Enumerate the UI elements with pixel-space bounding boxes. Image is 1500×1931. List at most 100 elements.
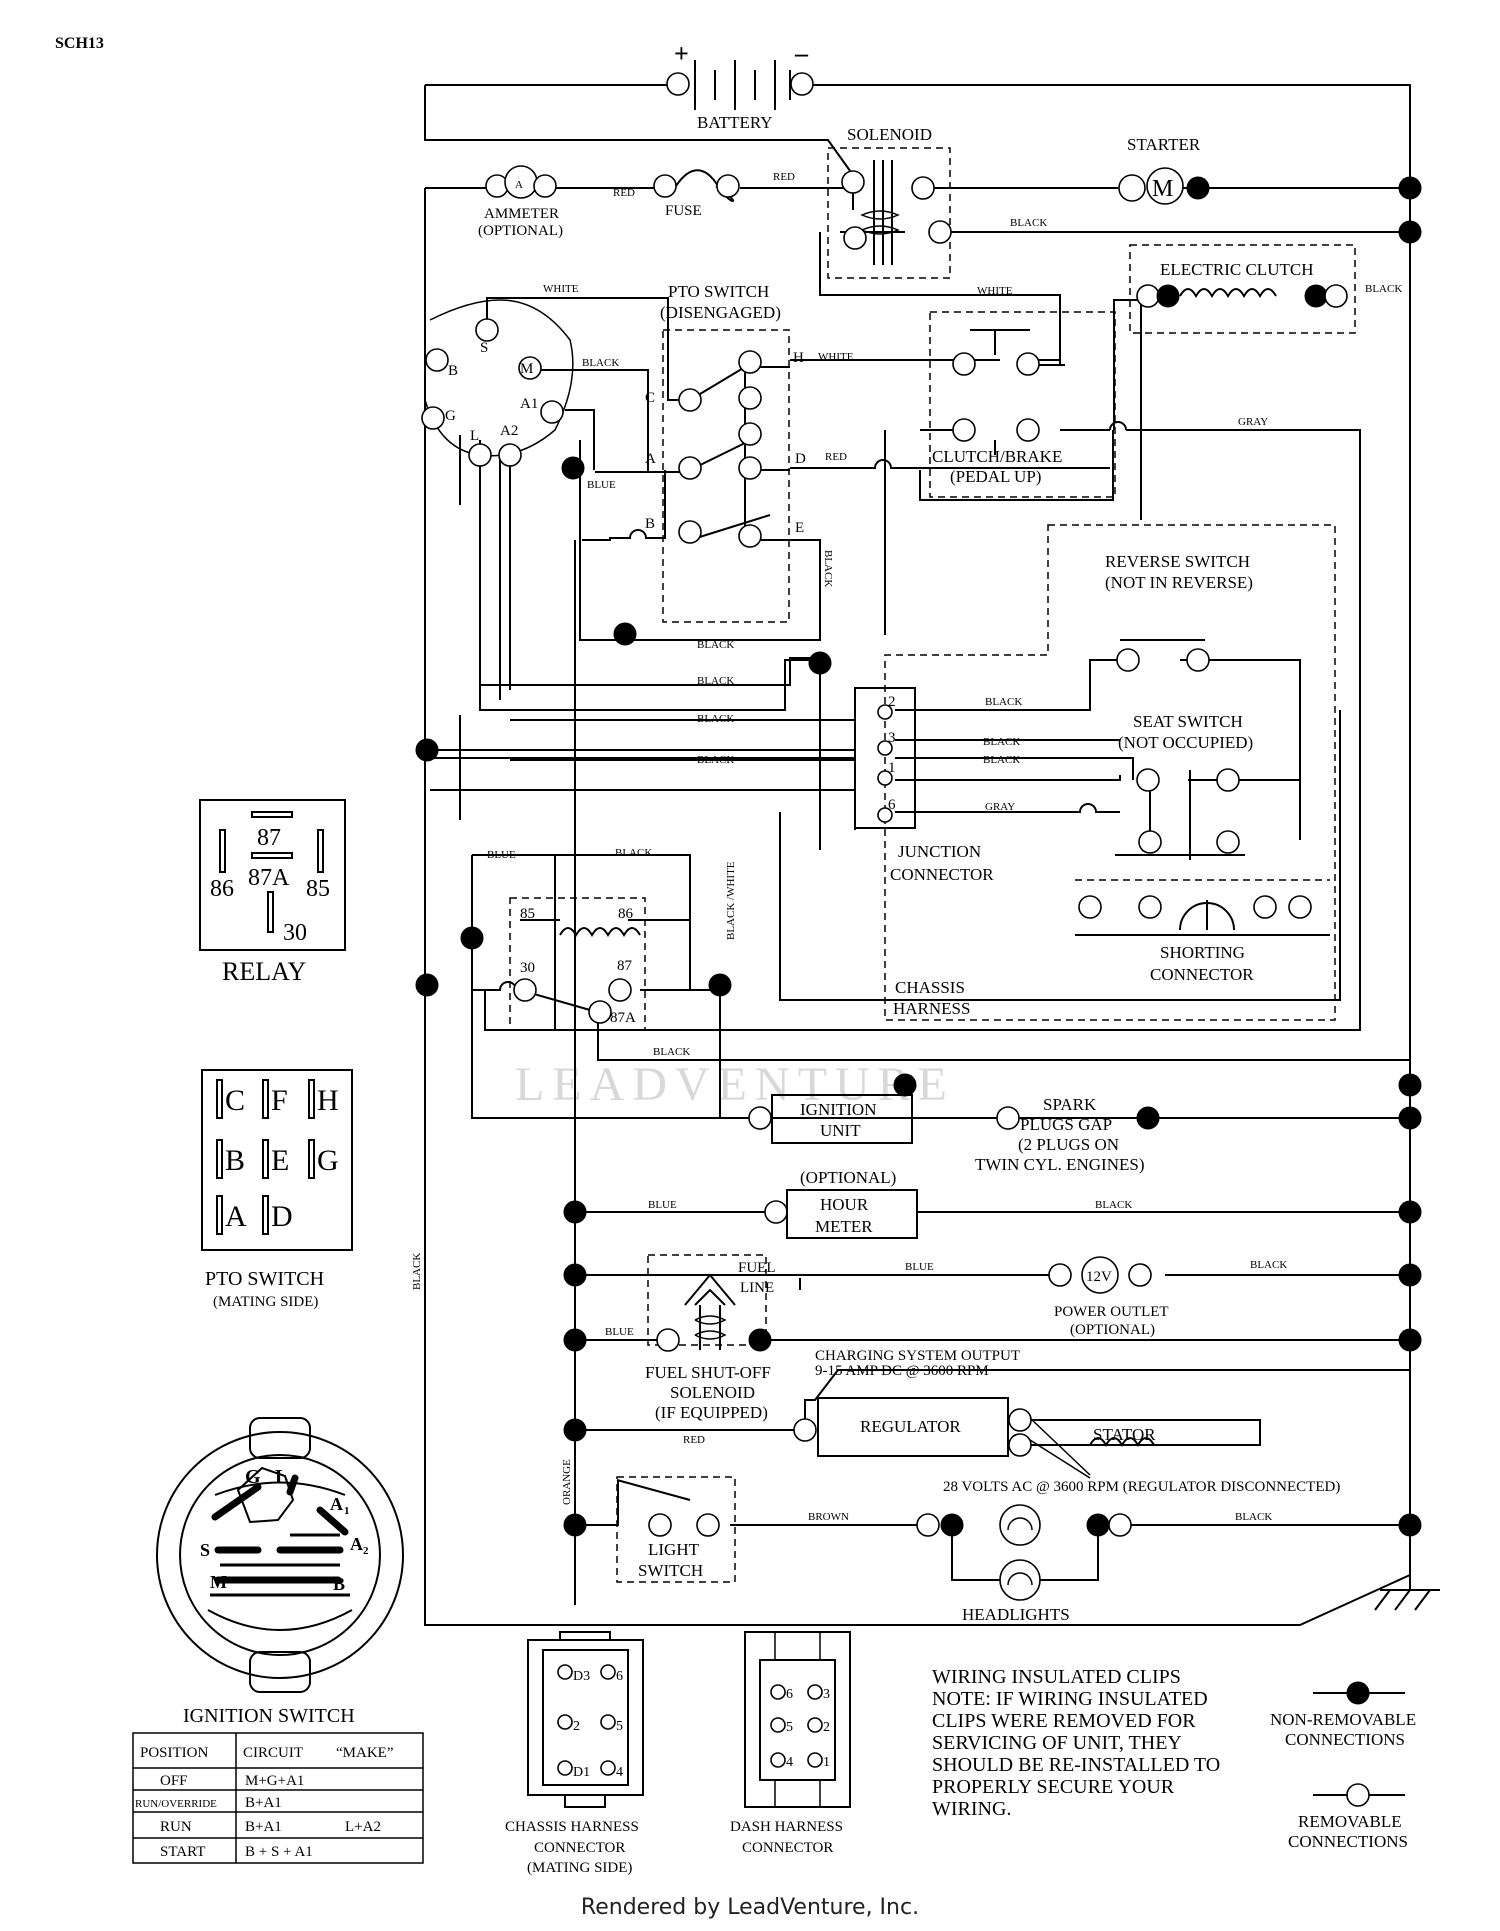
pto-mating-pin-bar — [262, 1139, 269, 1179]
wiring-note: WIRING INSULATED CLIPS NOTE: IF WIRING I… — [932, 1666, 1220, 1820]
ign-table-circuit: B+A1 — [245, 1795, 282, 1811]
fuel-line-label-2: LINE — [740, 1280, 774, 1296]
ign-face-s: S — [200, 1540, 210, 1560]
wire-white-clutch: WHITE — [977, 285, 1013, 297]
ign-face-a2-sub: 2 — [363, 1545, 369, 1557]
wire-red-d: RED — [825, 451, 847, 463]
legend-non-removable-1: NON-REMOVABLE — [1270, 1710, 1416, 1729]
junction-label-2: CONNECTOR — [890, 865, 994, 884]
ammeter: A AMMETER (OPTIONAL) — [478, 165, 563, 239]
light-switch-label-1: LIGHT — [648, 1540, 700, 1559]
note-title: WIRING INSULATED CLIPS — [932, 1666, 1181, 1688]
dash-connector-pin — [807, 1717, 823, 1733]
electric-clutch-label: ELECTRIC CLUTCH — [1160, 260, 1313, 279]
chassis-harness-label-2: HARNESS — [893, 999, 970, 1018]
ignition-switch-face: G L A 1 S A 2 M B IGNITION SWITCH — [156, 1417, 404, 1727]
wire-black-left: BLACK — [411, 1253, 423, 1290]
page-id: SCH13 — [55, 35, 104, 52]
chassis-connector-pin-label: D3 — [573, 1669, 590, 1684]
wire-black-e: BLACK — [822, 550, 834, 587]
fuel-line-label-1: FUEL — [738, 1260, 776, 1276]
chassis-connector-pin-label: 6 — [616, 1669, 623, 1684]
headlights-label: HEADLIGHTS — [962, 1605, 1070, 1624]
ign-face-m: M — [210, 1572, 227, 1592]
pto-mating-pin-bar — [216, 1079, 223, 1119]
pto-label-a: A — [645, 451, 656, 467]
relay-legend: 87 87A 86 85 30 RELAY — [199, 799, 346, 986]
electric-clutch: ELECTRIC CLUTCH — [1136, 260, 1348, 308]
spark-plugs-label-1: SPARK — [1043, 1095, 1097, 1114]
pto-mating-pin-g: G — [317, 1144, 339, 1177]
pto-mating-pin-b: B — [225, 1144, 245, 1177]
wire-black-outlet: BLACK — [1250, 1259, 1287, 1271]
shorting-connector-label-1: SHORTING — [1160, 943, 1245, 962]
chassis-connector-pin — [600, 1714, 616, 1730]
pto-mating-pin-a: A — [225, 1200, 247, 1233]
regulator: CHARGING SYSTEM OUTPUT 9-15 AMP DC @ 360… — [793, 1348, 1340, 1495]
spark-plugs-label-2: PLUGS GAP — [1020, 1115, 1112, 1134]
ign-face-l: L — [275, 1466, 288, 1488]
battery-minus: – — [794, 39, 809, 68]
junction-connector: 2 3 1 6 JUNCTION CONNECTOR CHASSIS HARNE… — [854, 687, 994, 1018]
dash-connector-pin-label: 6 — [786, 1687, 793, 1702]
ign-label-g: G — [445, 408, 456, 424]
wire-black-87a: BLACK — [653, 1046, 690, 1058]
starter-label: STARTER — [1127, 135, 1201, 154]
pto-switch-note: (DISENGAGED) — [660, 303, 781, 322]
solenoid: SOLENOID — [841, 125, 952, 265]
dash-connector-pin-label: 3 — [823, 1687, 830, 1702]
dash-connector-l1: DASH HARNESS — [730, 1819, 843, 1835]
wire-black-starter: BLACK — [1010, 217, 1047, 229]
ign-table-position: START — [160, 1844, 205, 1860]
wire-black-j2: BLACK — [985, 696, 1022, 708]
fuel-solenoid-label-3: (IF EQUIPPED) — [655, 1403, 768, 1422]
dash-connector-pin — [807, 1752, 823, 1768]
ign-table-circuit: B+A1 — [245, 1819, 282, 1835]
ground-symbol — [1374, 1589, 1440, 1611]
relay-legend-85: 85 — [306, 876, 330, 902]
relay-schematic: 85 86 30 87 87A — [513, 906, 641, 1026]
pto-switch-label: PTO SWITCH — [668, 282, 769, 301]
wire-black-hour: BLACK — [1095, 1199, 1132, 1211]
pto-label-h: H — [793, 350, 804, 366]
wire-black-relay: BLACK — [615, 847, 652, 859]
note-line-4: SHOULD BE RE-INSTALLED TO — [932, 1754, 1220, 1776]
pto-mating-pin-d: D — [271, 1200, 293, 1233]
ign-label-a1: A1 — [520, 396, 538, 412]
relay-87a: 87A — [610, 1010, 636, 1026]
legend-removable-2: CONNECTIONS — [1288, 1832, 1408, 1851]
note-line-6: WIRING. — [932, 1798, 1011, 1820]
power-outlet-note: (OPTIONAL) — [1070, 1322, 1155, 1338]
charging-label-2: 9-15 AMP DC @ 3600 RPM — [815, 1363, 989, 1379]
pto-mating-pin-c: C — [225, 1084, 245, 1117]
wire-black-r4: BLACK — [697, 754, 734, 766]
wire-red-reg: RED — [683, 1434, 705, 1446]
chassis-connector-pin-label: 5 — [616, 1719, 623, 1734]
ign-table-position: RUN/OVERRIDE — [135, 1798, 217, 1810]
wire-black-r2: BLACK — [697, 675, 734, 687]
junction-label-1: JUNCTION — [898, 842, 981, 861]
ign-table-header: CIRCUIT — [243, 1745, 303, 1761]
hour-meter: (OPTIONAL) HOUR METER — [764, 1168, 918, 1239]
power-outlet-label: POWER OUTLET — [1054, 1304, 1169, 1320]
seat-switch-note: (NOT OCCUPIED) — [1118, 733, 1253, 752]
relay-legend-30: 30 — [283, 920, 307, 946]
legend-non-removable-2: CONNECTIONS — [1285, 1730, 1405, 1749]
seat-switch: SEAT SWITCH (NOT OCCUPIED) — [1115, 712, 1253, 860]
ign-table-header: “MAKE” — [336, 1745, 393, 1761]
clutch-brake-note: (PEDAL UP) — [950, 467, 1041, 486]
pto-mating-pin-f: F — [271, 1084, 288, 1117]
wire-black-m: BLACK — [582, 357, 619, 369]
relay-legend-86: 86 — [210, 876, 234, 902]
chassis-harness-label-1: CHASSIS — [895, 978, 965, 997]
reverse-switch-note: (NOT IN REVERSE) — [1105, 573, 1253, 592]
ignition-switch-schematic: S B M A1 G L A2 — [421, 299, 574, 467]
chassis-connector-pin — [600, 1664, 616, 1680]
clutch-brake-switch: CLUTCH/BRAKE (PEDAL UP) — [932, 329, 1062, 486]
battery: + – BATTERY — [666, 39, 814, 132]
wire-black-clutch: BLACK — [1365, 283, 1402, 295]
dash-connector-pin-label: 2 — [823, 1720, 830, 1735]
battery-plus: + — [674, 39, 689, 68]
